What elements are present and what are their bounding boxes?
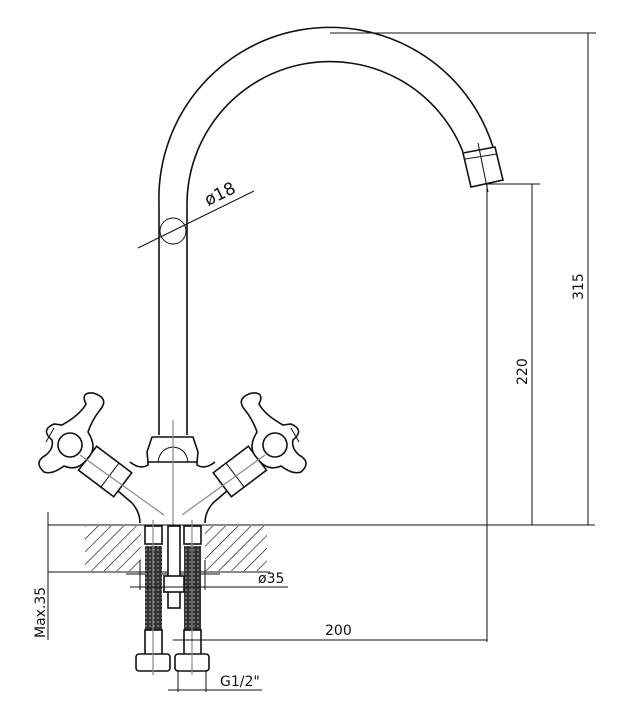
dimension-220: 220 — [487, 183, 540, 525]
dim-315-label: 315 — [571, 273, 587, 300]
left-cross-handle-icon — [38, 392, 105, 474]
dim-200-label: 200 — [325, 623, 352, 639]
dim-18-label: ø18 — [201, 178, 239, 210]
dimension-hole-diameter: ø35 — [130, 560, 288, 590]
supply-hoses — [135, 520, 210, 675]
mounting-stud — [167, 525, 181, 609]
mixer-body — [38, 392, 307, 525]
dim-35-label: ø35 — [258, 571, 284, 587]
dimension-315: 315 — [330, 32, 596, 525]
spout-tube — [158, 26, 504, 435]
dim-thread-label: G1/2" — [220, 674, 260, 690]
dimension-thread: G1/2" — [168, 670, 262, 692]
dim-220-label: 220 — [515, 358, 531, 385]
countertop-section — [48, 524, 595, 575]
dimension-pipe-diameter: ø18 — [137, 178, 255, 249]
dimension-200: 200 — [173, 184, 488, 642]
dim-max35-label: Max.35 — [33, 587, 49, 638]
dimension-max-thickness: Max.35 — [33, 512, 49, 640]
right-cross-handle-icon — [240, 392, 307, 474]
